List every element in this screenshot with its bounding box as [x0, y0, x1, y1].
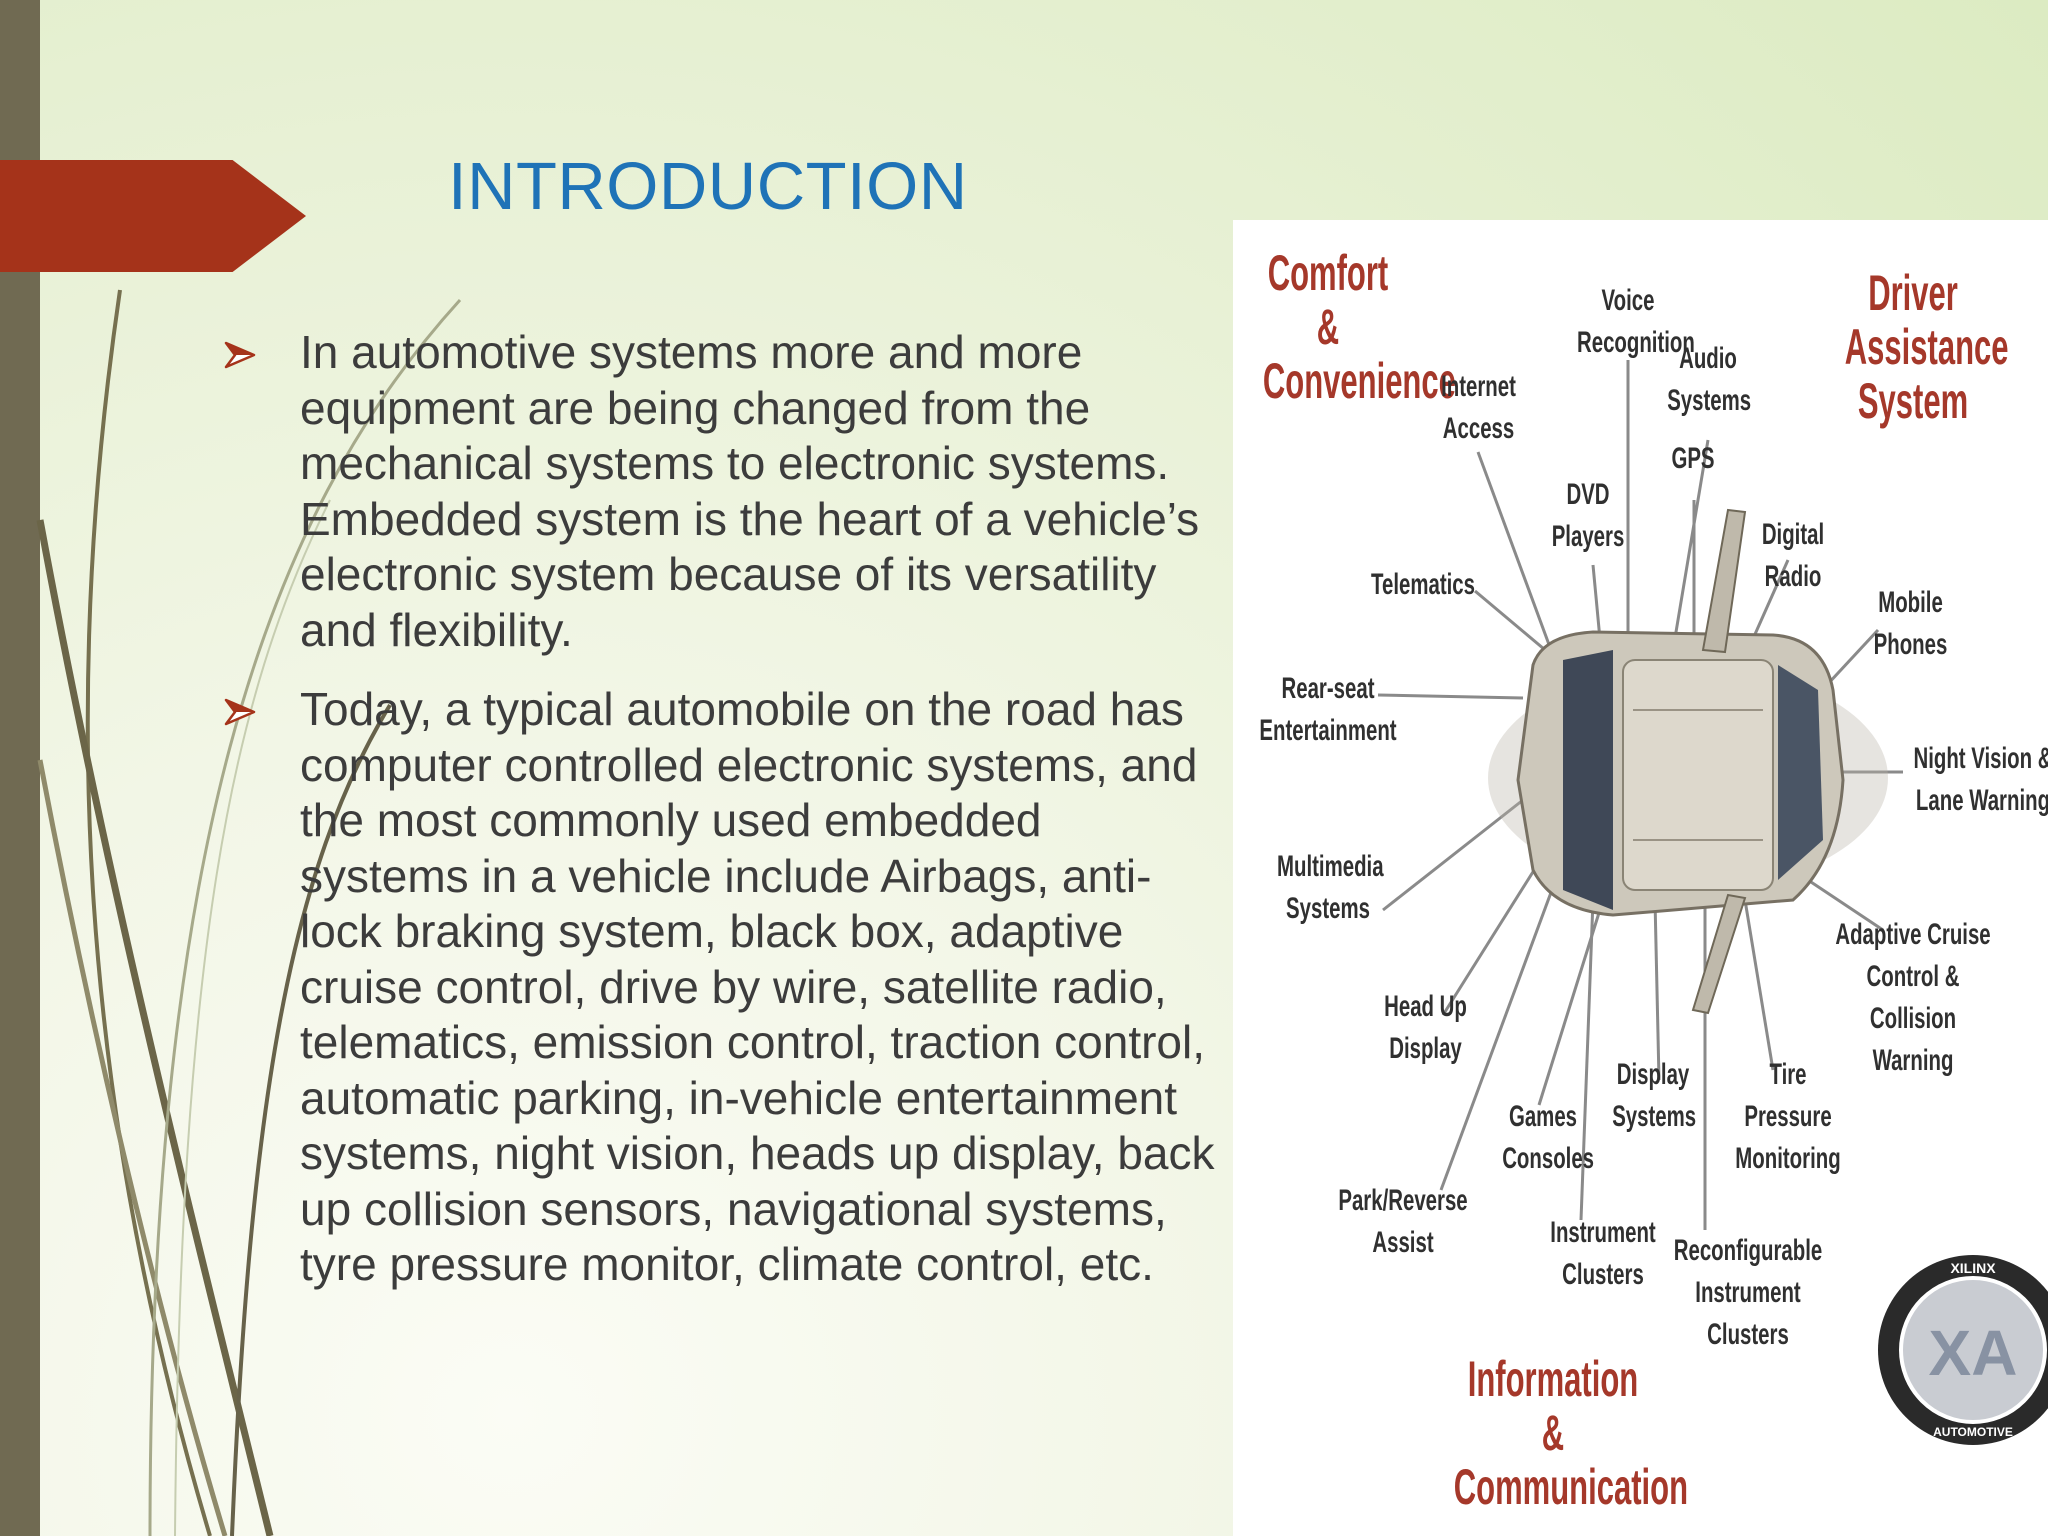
label-mobile-phones: Mobile Phones [1873, 586, 1948, 661]
label-games-consoles: Games Consoles [1502, 1100, 1595, 1175]
label-instrument-clusters: Instrument Clusters [1550, 1216, 1656, 1291]
label-multimedia-systems: Multimedia Systems [1277, 850, 1384, 925]
label-dvd-players: DVD Players [1551, 478, 1625, 553]
xilinx-badge: XA XILINX AUTOMOTIVE [1878, 1255, 2048, 1445]
label-voice-recognition: Voice Recognition [1577, 284, 1695, 359]
label-rear-seat-entertainment: Rear-seat Entertainment [1259, 672, 1397, 747]
automotive-systems-diagram: XA XILINX AUTOMOTIVE Comfort & Convenien… [1233, 220, 2048, 1536]
car-illustration [1488, 508, 1888, 1015]
label-audio-systems: Audio Systems [1667, 342, 1752, 417]
category-information-communication: Information & Communication [1453, 1351, 1689, 1515]
label-internet-access: Internet Access [1441, 370, 1516, 445]
label-reconfigurable-instrument-clusters: Reconfigurable Instrument Clusters [1673, 1234, 1823, 1351]
arrowhead-bullet-icon [224, 698, 256, 726]
category-driver-assistance: Driver Assistance System [1844, 265, 2009, 429]
bullet-text: Today, a typical automobile on the road … [300, 683, 1215, 1290]
bullet-item: In automotive systems more and more equi… [222, 325, 1222, 658]
title-arrow-accent [0, 160, 306, 272]
label-gps: GPS [1671, 442, 1715, 475]
arrowhead-bullet-icon [224, 341, 256, 369]
label-telematics: Telematics [1371, 568, 1475, 601]
bullet-text: In automotive systems more and more equi… [300, 326, 1200, 656]
decorative-swooshes [36, 289, 462, 1536]
label-adaptive-cruise-control: Adaptive Cruise Control & Collision Warn… [1835, 918, 1991, 1077]
badge-top-text: XILINX [1950, 1260, 1996, 1276]
badge-center-text: XA [1929, 1317, 2018, 1389]
label-head-up-display: Head Up Display [1384, 990, 1467, 1065]
bullet-item: Today, a typical automobile on the road … [222, 682, 1222, 1293]
badge-bottom-text: AUTOMOTIVE [1933, 1425, 2013, 1439]
label-park-reverse-assist: Park/Reverse Assist [1338, 1184, 1468, 1259]
label-night-vision-lane-warning: Night Vision & Lane Warning [1913, 742, 2048, 817]
category-comfort-convenience: Comfort & Convenience [1262, 245, 1456, 409]
bullet-list: In automotive systems more and more equi… [222, 325, 1222, 1317]
label-digital-radio: Digital Radio [1761, 518, 1825, 593]
label-display-systems: Display Systems [1612, 1058, 1697, 1133]
diagram-lines-and-car: XA XILINX AUTOMOTIVE [1377, 360, 2048, 1445]
label-tire-pressure-monitoring: Tire Pressure Monitoring [1735, 1058, 1841, 1175]
slide-title: INTRODUCTION [448, 149, 968, 224]
